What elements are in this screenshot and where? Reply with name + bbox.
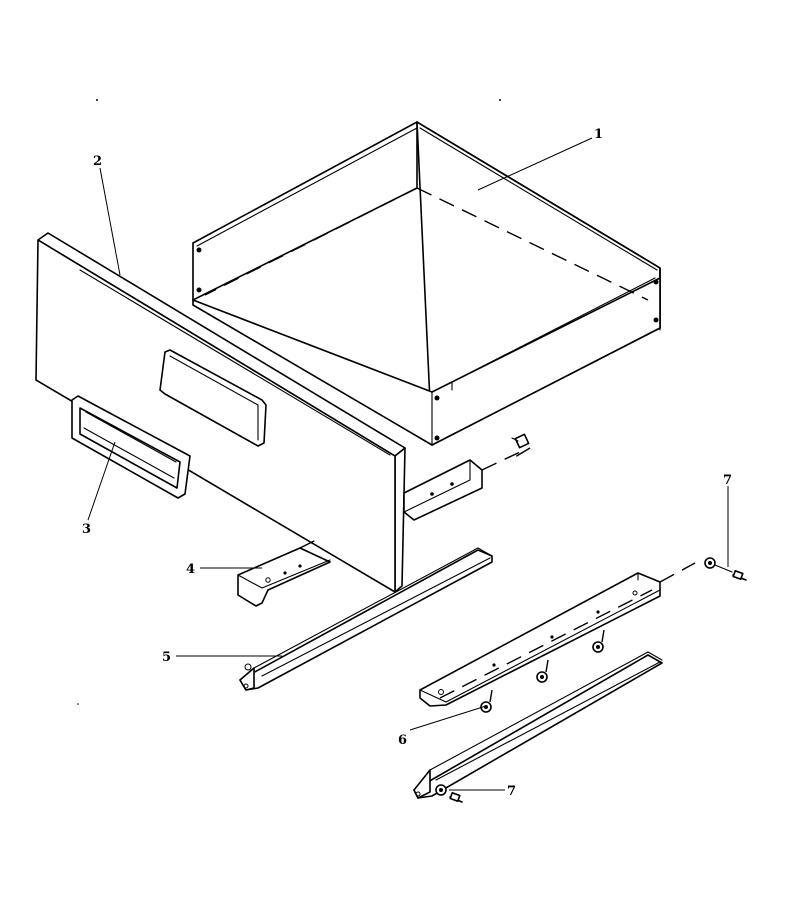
right-inner-rail [419,562,696,707]
drawer-handle [71,395,191,499]
callout-4: 4 [186,562,195,577]
callouts: 1 2 3 4 5 6 7 7 [82,127,732,799]
fasteners [435,433,747,803]
callout-3: 3 [82,522,91,537]
left-outer-rail [239,547,493,691]
right-outer-rail [413,651,663,799]
callout-1: 1 [594,127,603,142]
callout-2: 2 [93,154,102,169]
callout-7-top: 7 [723,473,732,488]
leader-lines [87,137,729,791]
callout-7-bottom: 7 [507,784,516,799]
callout-5: 5 [162,650,171,665]
callout-6: 6 [398,733,407,748]
left-inner-rail [237,451,521,607]
drawer-box [192,121,661,446]
drawer-front-panel [35,232,406,593]
stray-marks [77,99,501,705]
